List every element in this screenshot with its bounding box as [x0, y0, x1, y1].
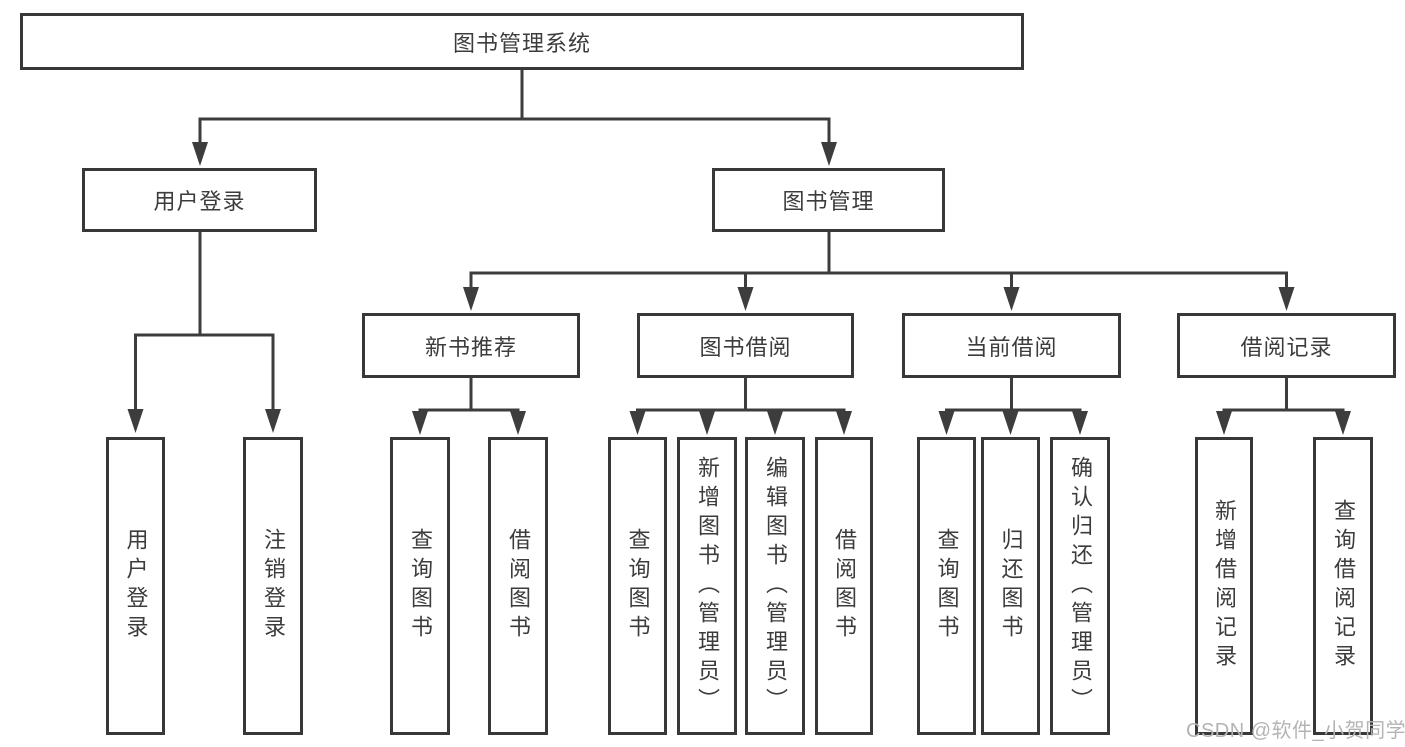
arrow-down-icon: [767, 411, 783, 435]
node-user-login: 用户登录: [82, 168, 317, 232]
arrow-down-icon: [629, 411, 646, 435]
node-label: 新增图书（管理员）: [695, 455, 720, 717]
arrow-down-icon: [510, 411, 526, 435]
node-label: 用户登录: [123, 528, 149, 644]
arrow-down-icon: [1003, 287, 1020, 311]
node-label: 确认归还（管理员）: [1068, 455, 1093, 717]
node-label: 查询借阅记录: [1331, 499, 1356, 673]
arrow-down-icon: [463, 287, 479, 311]
connector-root-to-level2: [198, 70, 831, 145]
arrow-down-icon: [821, 142, 837, 166]
node-label: 图书管理: [782, 189, 875, 214]
leaf-user-login: 用户登录: [106, 437, 165, 735]
node-book-borrowing: 图书借阅: [637, 313, 854, 378]
leaf-borrow-add-books-admin: 新增图书（管理员）: [677, 437, 737, 735]
arrow-down-icon: [412, 411, 428, 435]
node-label: 新书推荐: [424, 334, 517, 360]
node-label: 查询图书: [625, 528, 651, 644]
connector-current-to-leaves: [945, 378, 1082, 412]
node-label: 图书借阅: [699, 334, 792, 360]
connector-records-to-leaves: [1222, 378, 1345, 412]
leaf-records-add-borrow-record: 新增借阅记录: [1195, 437, 1253, 735]
node-label: 编辑图书（管理员）: [763, 455, 788, 717]
leaf-current-confirm-return-admin: 确认归还（管理员）: [1050, 437, 1110, 735]
node-label: 查询图书: [408, 528, 433, 644]
leaf-newrec-borrow-books: 借阅图书: [488, 437, 548, 735]
arrow-down-icon: [1335, 411, 1351, 435]
arrowhead-icons: [127, 142, 1351, 435]
node-label: 用户登录: [153, 189, 246, 214]
leaf-records-query-borrow-record: 查询借阅记录: [1313, 437, 1373, 735]
node-label: 归还图书: [998, 528, 1024, 644]
arrow-down-icon: [938, 411, 955, 435]
watermark: CSDN @软件_小贺同学: [1186, 720, 1405, 742]
leaf-borrow-borrow-books: 借阅图书: [815, 437, 873, 735]
connector-newrec-to-leaves: [418, 378, 520, 412]
leaf-logout: 注销登录: [243, 437, 303, 735]
node-label: 当前借阅: [965, 334, 1058, 360]
leaf-borrow-edit-books-admin: 编辑图书（管理员）: [745, 437, 805, 735]
connector-mgmt-to-level3: [469, 232, 1288, 291]
arrow-down-icon: [737, 287, 754, 311]
arrow-down-icon: [836, 411, 852, 435]
node-label: 图书管理系统: [452, 30, 591, 56]
node-label: 查询图书: [934, 528, 960, 644]
connector-login-to-leaves: [134, 232, 275, 411]
node-label: 借阅图书: [506, 528, 531, 644]
arrow-down-icon: [699, 411, 715, 435]
arrow-down-icon: [1278, 287, 1295, 311]
connector-borrow-to-leaves: [636, 378, 846, 412]
leaf-newrec-query-books: 查询图书: [390, 437, 450, 735]
arrow-down-icon: [1002, 411, 1019, 435]
leaf-borrow-query-books: 查询图书: [608, 437, 667, 735]
node-book-management: 图书管理: [712, 168, 945, 232]
arrow-down-icon: [192, 142, 208, 166]
arrow-down-icon: [127, 409, 144, 433]
node-label: 新增借阅记录: [1212, 499, 1237, 673]
node-label: 借阅记录: [1240, 334, 1333, 360]
node-borrowing-records: 借阅记录: [1177, 313, 1396, 378]
arrow-down-icon: [1216, 411, 1232, 435]
node-label: 注销登录: [261, 528, 286, 644]
node-label: 借阅图书: [832, 528, 857, 644]
node-current-borrowing: 当前借阅: [902, 313, 1121, 378]
leaf-current-query-books: 查询图书: [917, 437, 976, 735]
node-library-management-system: 图书管理系统: [20, 13, 1024, 70]
node-new-book-recommendation: 新书推荐: [362, 313, 580, 378]
arrow-down-icon: [265, 409, 281, 433]
arrow-down-icon: [1072, 411, 1088, 435]
leaf-current-return-books: 归还图书: [981, 437, 1040, 735]
